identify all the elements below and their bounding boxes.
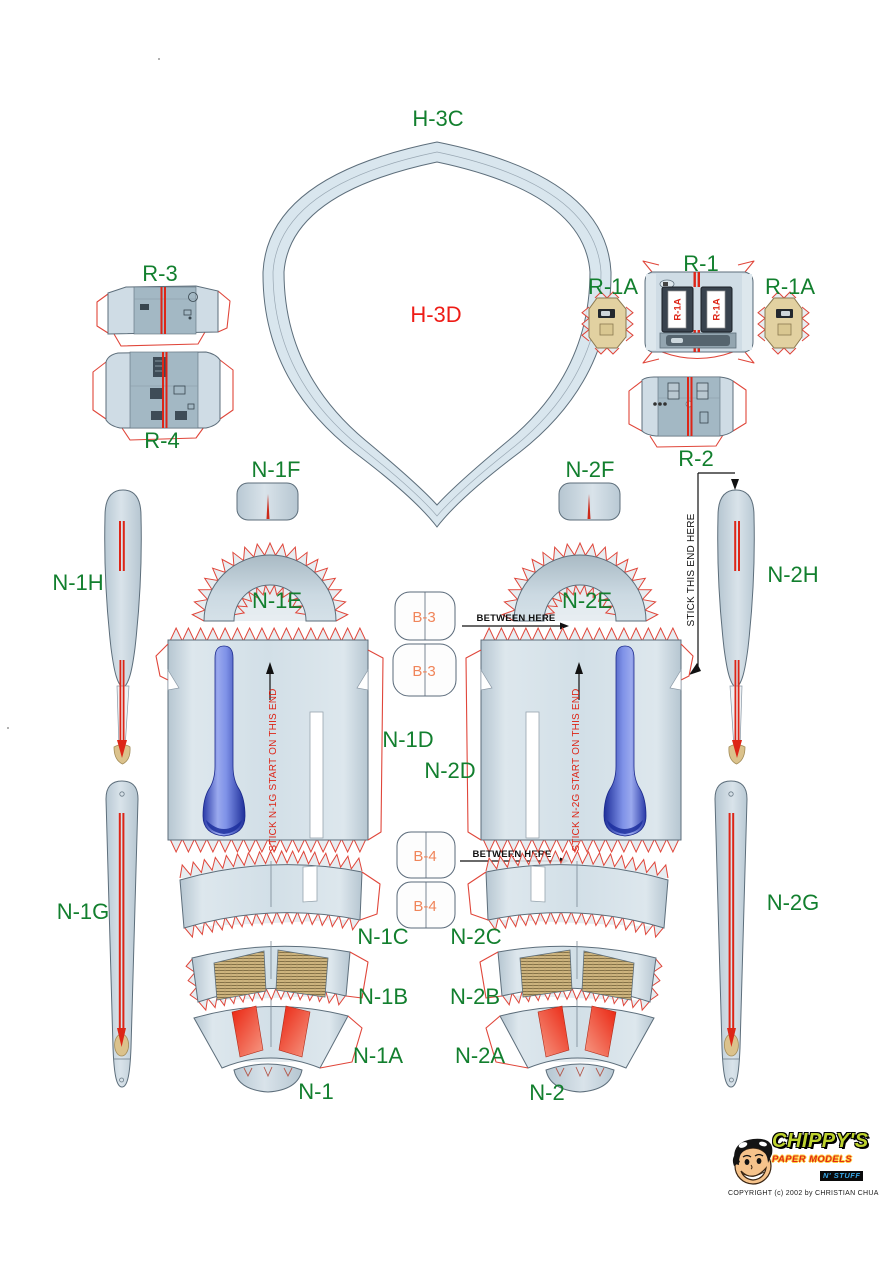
part-r1: R-1A R-1A (642, 260, 755, 364)
logo-brand: CHIPPY'S (772, 1130, 869, 1152)
label-r1a-right: R-1A (765, 274, 815, 299)
label-r1: R-1 (683, 251, 718, 276)
label-n2c: N-2C (450, 924, 501, 949)
part-r2 (628, 376, 747, 448)
part-b4-bottom: B-4 (396, 881, 456, 929)
label-r1-sticker-right: R-1A (712, 298, 723, 320)
label-n2e: N-2E (562, 588, 612, 613)
logo-tagline2: N' STUFF (820, 1171, 864, 1181)
part-r1a-right (757, 291, 810, 355)
label-n1g: N-1G (57, 899, 110, 924)
label-b3: B-3 (412, 663, 435, 680)
part-r3 (96, 285, 231, 347)
chippys-logo: CHIPPY'S PAPER MODELS N' STUFF (726, 1126, 892, 1204)
label-n1a: N-1A (353, 1043, 403, 1068)
label-b4: B-4 (413, 898, 436, 915)
part-stack-n1 (179, 850, 381, 1093)
label-b3: B-3 (412, 609, 435, 626)
label-r1-sticker-left: R-1A (673, 298, 684, 320)
label-n1f: N-1F (252, 457, 301, 482)
label-n1d: N-1D (382, 727, 433, 752)
between-here-top: BETWEEN HERE (462, 613, 569, 630)
label-r4: R-4 (144, 428, 179, 453)
label-n1h: N-1H (52, 570, 103, 595)
part-n2g (714, 780, 748, 1088)
part-b4-top: B-4 (396, 831, 456, 879)
page-speck (7, 727, 9, 729)
label-n2h: N-2H (767, 562, 818, 587)
label-r2: R-2 (678, 446, 713, 471)
part-h3c-shield (262, 141, 612, 528)
label-n1e: N-1E (252, 588, 302, 613)
logo-tagline: PAPER MODELS (772, 1154, 853, 1165)
annotation-stick-n2g: STICK N-2G START ON THIS END (571, 688, 582, 851)
part-b3-top: B-3 (394, 591, 456, 641)
label-n2: N-2 (529, 1080, 564, 1105)
part-b3-bottom: B-3 (392, 643, 457, 697)
label-n1b: N-1B (358, 984, 408, 1009)
part-n2h (717, 489, 755, 765)
label-h3c: H-3C (412, 106, 463, 131)
stick-this-end-bracket: STICK THIS END HERE (686, 472, 739, 675)
label-h3d: H-3D (410, 302, 461, 327)
svg-text:BETWEEN HERE: BETWEEN HERE (477, 613, 556, 624)
label-n2b: N-2B (450, 984, 500, 1009)
label-n1c: N-1C (357, 924, 408, 949)
svg-text:BETWEEN HERE: BETWEEN HERE (473, 849, 552, 860)
label-r1a-left: R-1A (588, 274, 638, 299)
copyright-line: COPYRIGHT (c) 2002 by CHRISTIAN CHUA (728, 1190, 879, 1197)
part-n1f (236, 482, 299, 521)
annotation-stick-this-end-here: STICK THIS END HERE (686, 513, 697, 626)
part-r4 (92, 351, 234, 441)
part-n1g (105, 780, 139, 1088)
mascot-face-icon (732, 1138, 773, 1185)
label-n1: N-1 (298, 1079, 333, 1104)
label-n2f: N-2F (566, 457, 615, 482)
label-r3: R-3 (142, 261, 177, 286)
label-n2d: N-2D (424, 758, 475, 783)
label-n2g: N-2G (767, 890, 820, 915)
label-b4: B-4 (413, 848, 436, 865)
page-speck (158, 58, 160, 60)
part-n1h (104, 489, 142, 765)
part-n2f (558, 482, 621, 521)
annotation-stick-n1g: STICK N-1G START ON THIS END (268, 688, 279, 851)
label-n2a: N-2A (455, 1043, 505, 1068)
